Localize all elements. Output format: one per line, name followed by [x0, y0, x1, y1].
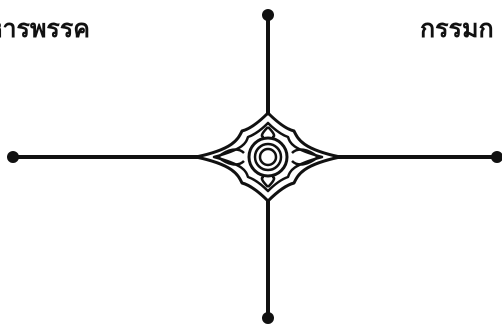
top-left-label: หารพรรค — [0, 14, 90, 44]
top-right-label: กรรมก — [420, 14, 494, 44]
right-endpoint-dot — [491, 151, 502, 163]
bottom-endpoint-dot — [262, 312, 274, 324]
left-endpoint-dot — [7, 151, 19, 163]
thai-flower-ornament-icon — [196, 113, 340, 201]
top-endpoint-dot — [262, 9, 274, 21]
